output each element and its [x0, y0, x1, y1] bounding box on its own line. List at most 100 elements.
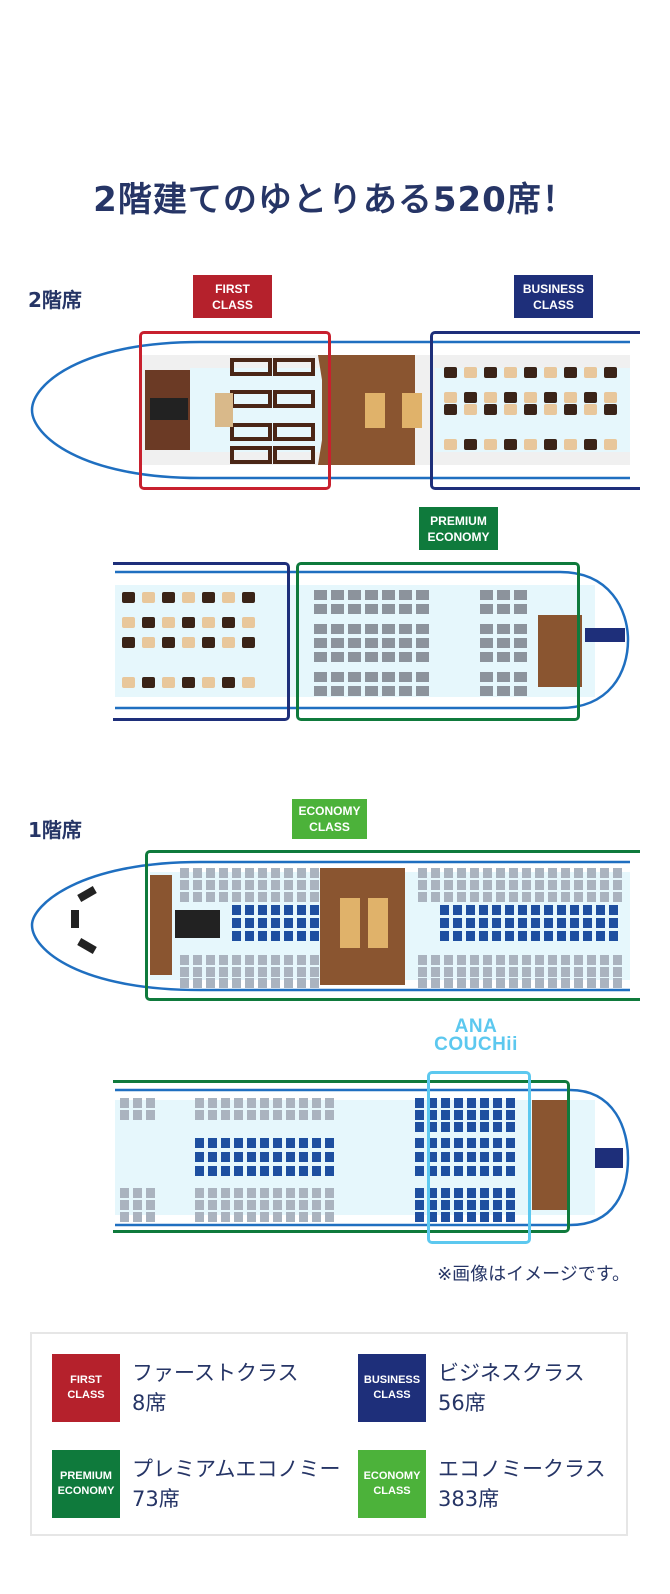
- premium-economy-seat: [365, 652, 378, 662]
- premium-economy-seat: [382, 686, 395, 696]
- economy-seat: [431, 892, 440, 902]
- economy-seat: [284, 880, 293, 890]
- business-seat: [202, 637, 215, 648]
- tag-line: PREMIUM: [430, 513, 487, 528]
- economy-seat: [299, 1138, 308, 1148]
- economy-seat: [232, 905, 241, 915]
- economy-seat: [441, 1188, 450, 1198]
- economy-seat: [297, 868, 306, 878]
- tag-line: BUSINESS: [522, 281, 585, 296]
- business-seat: [142, 637, 155, 648]
- economy-seat: [470, 967, 479, 977]
- economy-seat: [496, 967, 505, 977]
- first-class-suite: [230, 358, 272, 376]
- economy-seat: [120, 1212, 129, 1222]
- premium-economy-seat: [331, 604, 344, 614]
- economy-seat: [440, 918, 449, 928]
- economy-seat: [441, 1110, 450, 1120]
- economy-seat: [245, 931, 254, 941]
- business-seat: [584, 439, 597, 450]
- economy-seat: [441, 1166, 450, 1176]
- first-class-zone: [139, 331, 331, 490]
- premium-economy-seat: [399, 652, 412, 662]
- economy-seat: [587, 978, 596, 988]
- economy-seat: [467, 1212, 476, 1222]
- premium-economy-seat: [416, 624, 429, 634]
- economy-seat: [299, 1212, 308, 1222]
- economy-seat: [415, 1200, 424, 1210]
- business-seat: [142, 592, 155, 603]
- business-seat: [504, 392, 517, 403]
- business-seat: [584, 404, 597, 415]
- economy-seat: [479, 905, 488, 915]
- business-seat: [504, 439, 517, 450]
- economy-seat: [548, 967, 557, 977]
- business-seat: [604, 367, 617, 378]
- premium-economy-seat: [382, 652, 395, 662]
- economy-seat: [506, 1138, 515, 1148]
- business-seat: [222, 617, 235, 628]
- galley-counter: [368, 898, 388, 948]
- economy-seat: [483, 978, 492, 988]
- economy-seat: [258, 931, 267, 941]
- business-seat: [604, 392, 617, 403]
- economy-seat: [120, 1188, 129, 1198]
- economy-seat: [596, 931, 605, 941]
- economy-seat: [297, 918, 306, 928]
- premium-economy-seat: [314, 672, 327, 682]
- economy-seat: [312, 1212, 321, 1222]
- legend-class-name: エコノミークラス: [438, 1457, 606, 1481]
- premium-economy-seat: [365, 638, 378, 648]
- business-seat: [182, 637, 195, 648]
- economy-seat: [467, 1166, 476, 1176]
- economy-seat: [286, 1166, 295, 1176]
- economy-seat: [415, 1122, 424, 1132]
- business-seat: [484, 367, 497, 378]
- economy-seat: [299, 1200, 308, 1210]
- economy-seat: [570, 918, 579, 928]
- premium-economy-seat: [314, 638, 327, 648]
- economy-seat: [180, 978, 189, 988]
- premium-economy-seat: [348, 652, 361, 662]
- economy-seat: [208, 1152, 217, 1162]
- economy-seat: [415, 1138, 424, 1148]
- economy-seat: [297, 967, 306, 977]
- premium-economy-seat: [416, 652, 429, 662]
- premium-economy-seat: [314, 652, 327, 662]
- economy-seat: [467, 1110, 476, 1120]
- business-seat: [544, 404, 557, 415]
- business-seat: [564, 404, 577, 415]
- economy-seat: [260, 1166, 269, 1176]
- economy-seat: [457, 880, 466, 890]
- economy-seat: [583, 905, 592, 915]
- economy-seat: [418, 955, 427, 965]
- economy-seat: [522, 955, 531, 965]
- swatch-line: FIRST: [70, 1374, 102, 1386]
- economy-seat: [234, 1152, 243, 1162]
- economy-seat: [271, 868, 280, 878]
- economy-seat: [206, 892, 215, 902]
- economy-seat: [299, 1188, 308, 1198]
- stairs: [595, 1148, 623, 1168]
- economy-seat: [271, 955, 280, 965]
- logo-line: ANA: [454, 1016, 498, 1037]
- economy-seat: [467, 1152, 476, 1162]
- economy-seat: [531, 918, 540, 928]
- economy-seat: [440, 905, 449, 915]
- economy-seat: [453, 931, 462, 941]
- economy-seat: [454, 1212, 463, 1222]
- economy-seat: [208, 1212, 217, 1222]
- first-class-suite: [273, 446, 315, 464]
- swatch-line: CLASS: [373, 1485, 411, 1497]
- economy-seat: [587, 868, 596, 878]
- economy-seat: [561, 880, 570, 890]
- economy-seat: [208, 1166, 217, 1176]
- premium-economy-seat: [331, 672, 344, 682]
- economy-seat: [444, 967, 453, 977]
- economy-seat: [431, 868, 440, 878]
- upper-deck-label: 2階席: [28, 288, 82, 312]
- economy-seat: [561, 955, 570, 965]
- premium-economy-seat: [480, 590, 493, 600]
- economy-seat: [428, 1212, 437, 1222]
